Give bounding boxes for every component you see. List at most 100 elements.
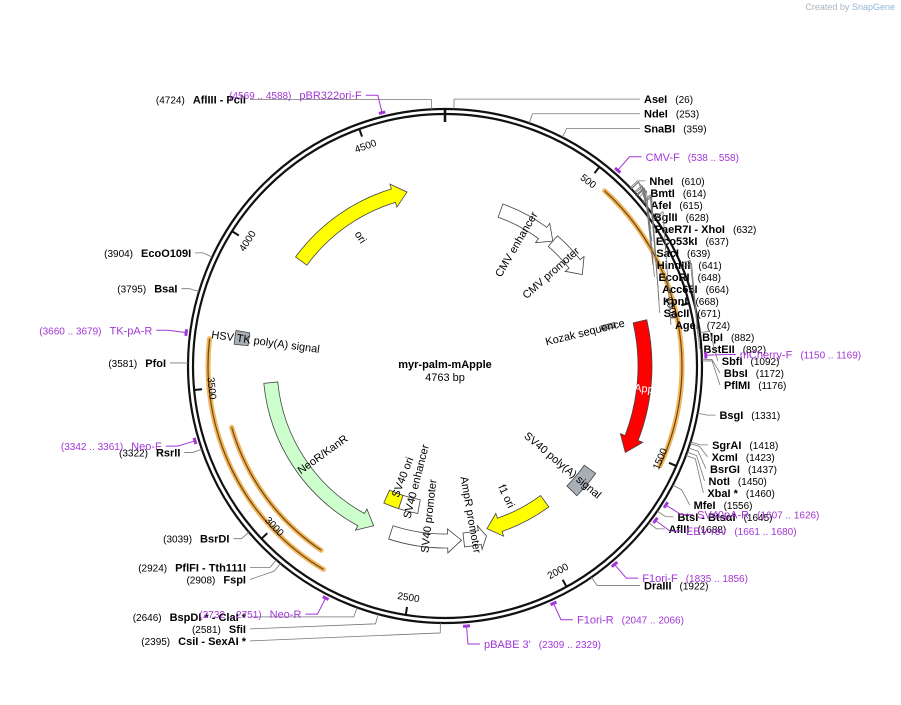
enzyme-sfii: (2581)SfiI	[192, 614, 379, 636]
enzyme-name-nhei: NheI	[649, 176, 673, 188]
enzyme-leader-pflmi	[701, 360, 721, 386]
feature-shape-sv40-ori	[383, 489, 404, 510]
enzyme-pos-xcmi: (1423)	[746, 453, 775, 464]
enzyme-label-ndei: NdeI(253)	[644, 109, 699, 121]
enzyme-pos-paer7i-xhoi: (632)	[733, 225, 756, 236]
enzyme-leader-bsrgi	[688, 447, 707, 470]
enzyme-pos-pflmi: (1176)	[758, 381, 786, 392]
primer-cmv-f: CMV-F(538 .. 558)	[614, 152, 739, 174]
primer-name-ebv-rev: EBV-rev	[686, 526, 727, 538]
tick-1000	[681, 302, 690, 307]
enzyme-pos-aflii: (1688)	[697, 525, 726, 536]
feature-label-kozak-sequence: Kozak sequence	[544, 318, 626, 349]
enzyme-pos-eco53ki: (637)	[705, 237, 728, 248]
enzyme-label-afei: AfeI(615)	[651, 200, 703, 212]
primer-leader-neo-r	[305, 597, 327, 615]
primer-mark-neo-f	[192, 437, 198, 445]
enzyme-pos-bglii: (628)	[686, 213, 709, 224]
enzyme-snabi: SnaBI(359)	[561, 123, 707, 138]
enzyme-bsrdi: (3039)BsrDI	[163, 531, 250, 546]
enzyme-label-pflmi: PflMI(1176)	[724, 380, 786, 392]
enzyme-leader-ecoo109i	[195, 252, 213, 258]
enzyme-label-paer7i-xhoi: PaeR7I - XhoI(632)	[655, 224, 757, 236]
enzyme-name-bglii: BglII	[654, 212, 678, 224]
enzyme-name-bsai: BsaI	[154, 284, 177, 296]
primer-pos-tk-pa-r: (3660 .. 3679)	[39, 326, 101, 337]
enzyme-leader-bbsi	[701, 358, 721, 374]
enzyme-bspdi-clai: (2646)BspDI * - ClaI *	[133, 607, 358, 624]
enzyme-pos-bsrdi: (3039)	[163, 535, 192, 546]
enzyme-label-sbfi: SbfI(1092)	[722, 356, 780, 368]
enzyme-label-afliii-pcii: (4724)AflIII - PciI	[156, 94, 246, 106]
enzyme-pos-ecoo109i: (3904)	[104, 249, 133, 260]
enzyme-rsrii: (3322)RsrII	[119, 448, 203, 460]
enzyme-label-bsrgi: BsrGI(1437)	[710, 464, 777, 476]
enzyme-leader-xcmi	[689, 443, 708, 458]
enzyme-leader-bsrdi	[233, 531, 250, 540]
enzyme-label-ecoo109i: (3904) EcoO109I	[104, 248, 191, 260]
feature-shape-ampr-promoter	[462, 524, 487, 551]
feature-ampr-promoter: AmpR promoter	[457, 476, 487, 555]
feature-hsv-tk-poly-a-signal: HSV TK poly(A) signal	[211, 329, 321, 356]
snapgene-credit: Created by SnapGene	[805, 2, 895, 12]
tick-label-4000: 4000	[238, 229, 259, 254]
primer-mark-neo-r	[322, 595, 330, 601]
primer-leader-sv40pa-r	[665, 504, 694, 516]
enzyme-pos-mfei: (1556)	[724, 501, 753, 512]
enzyme-name-kpni: KpnI	[663, 296, 687, 308]
enzyme-leader-bsteii	[682, 262, 700, 349]
primer-name-sv40pa-r: SV40pA-R	[697, 510, 749, 522]
enzyme-name-afei: AfeI	[651, 200, 672, 212]
enzyme-asei: AseI(26)	[453, 94, 693, 110]
tick-500	[593, 166, 601, 174]
enzyme-label-draiii: DraIII(1922)	[644, 580, 708, 592]
enzyme-name-ndei: NdeI	[644, 109, 668, 121]
enzyme-label-hindiii: HindIII(641)	[657, 260, 722, 272]
enzyme-name-snabi: SnaBI	[644, 123, 675, 135]
tick-label-1000: 1000	[663, 296, 679, 321]
enzyme-name-ecoo109i: EcoO109I	[141, 248, 191, 260]
primer-pbr322ori-f: (4569 .. 4588)pBR322ori-F	[229, 90, 386, 115]
primer-name-neo-f: Neo-F	[131, 441, 162, 453]
enzyme-pos-bbsi: (1172)	[756, 369, 784, 380]
enzyme-name-bbsi: BbsI	[724, 368, 748, 380]
enzyme-label-acc65i: Acc65I(664)	[662, 284, 729, 296]
enzyme-name-sacii: SacII	[664, 308, 690, 320]
enzyme-leader-agei	[654, 211, 672, 325]
tick-label-1500: 1500	[651, 446, 670, 471]
primer-label-sv40pa-r: SV40pA-R(1607 .. 1626)	[697, 510, 819, 522]
enzyme-label-agei: AgeI(724)	[675, 320, 730, 332]
primer-label-neo-f: (3342 .. 3361)Neo-F	[61, 441, 162, 453]
enzyme-noti: NotI(1450)	[686, 451, 767, 488]
enzyme-mfei: MfeI(1556)	[672, 484, 753, 512]
enzyme-leader-draiii	[591, 576, 640, 586]
feature-cmv-promoter: CMV promoter	[521, 235, 585, 302]
enzyme-name-bsteii: BstEII	[704, 344, 735, 356]
enzyme-draiii: DraIII(1922)	[591, 576, 708, 592]
primer-arc-line-3	[231, 427, 322, 551]
enzyme-pos-agei: (724)	[707, 321, 730, 332]
enzyme-leader-sgrai	[690, 441, 709, 446]
enzyme-name-sbfi: SbfI	[722, 356, 743, 368]
primer-leader-neo-f	[165, 440, 196, 447]
enzyme-sbfi: SbfI(1092)	[699, 330, 780, 368]
primer-leader-mcherry-f	[705, 354, 736, 356]
enzyme-leader-blpi	[680, 259, 699, 337]
enzyme-label-saci: SacI(639)	[656, 248, 710, 260]
primer-name-cmv-f: CMV-F	[646, 152, 681, 164]
enzyme-leader-noti	[686, 451, 705, 481]
enzyme-pos-ecori: (648)	[698, 273, 721, 284]
feature-label-cmv-promoter: CMV promoter	[521, 245, 583, 302]
enzyme-nhei: NheI(610)	[629, 176, 705, 189]
primer-binding-arcs	[205, 188, 685, 572]
enzyme-leader-fspi	[249, 563, 281, 580]
enzyme-name-csii-sexai: CsiI - SexAI *	[178, 636, 247, 648]
enzyme-label-snabi: SnaBI(359)	[644, 123, 707, 135]
primer-leader-f1ori-f	[614, 564, 639, 579]
primer-label-neo-r: (2732 .. 2751)Neo-R	[199, 609, 301, 621]
primer-label-pbabe-3: pBABE 3'(2309 .. 2329)	[484, 639, 601, 651]
feature-shape-sv40-promoter	[388, 525, 463, 554]
enzyme-label-pfoi: (3581)PfoI	[108, 358, 166, 370]
feature-sv40-poly-a-signal: SV40 poly(A) signal	[521, 430, 603, 501]
